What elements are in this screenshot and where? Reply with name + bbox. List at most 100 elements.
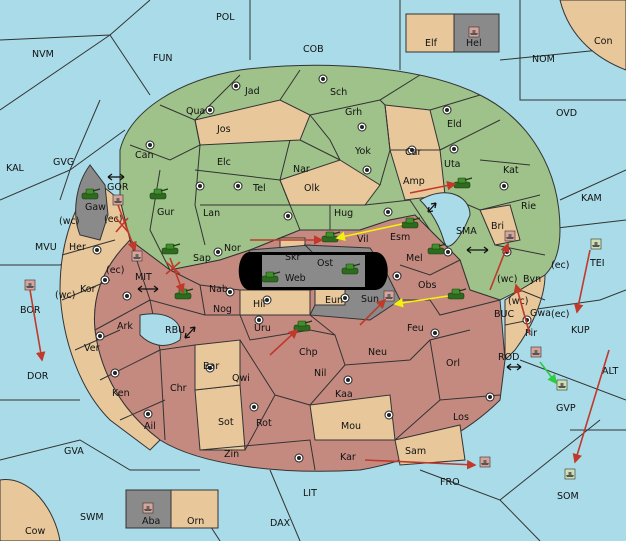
land-label-kaa: Kaa — [335, 389, 353, 400]
land-label-obs: Obs — [418, 280, 437, 291]
ship-icon[interactable] — [504, 230, 516, 242]
land-label-sot: Sot — [218, 417, 234, 428]
coast-label-wc-byn: (wc) — [497, 274, 517, 285]
sea-label-bor: BOR — [20, 305, 41, 316]
sea-label-fun: FUN — [153, 53, 173, 64]
land-label-rot: Rot — [256, 418, 272, 429]
land-label-chr: Chr — [170, 383, 187, 394]
land-label-gur: Gur — [157, 207, 174, 218]
ship-icon[interactable] — [131, 250, 143, 262]
ship-icon[interactable] — [564, 468, 576, 480]
ship-icon[interactable] — [590, 238, 602, 250]
ship-icon[interactable] — [24, 279, 36, 291]
ship-icon[interactable] — [468, 26, 480, 38]
land-label-hel: Hel — [466, 38, 482, 49]
land-label-sun: Sun — [361, 294, 379, 305]
land-label-hug: Hug — [334, 208, 353, 219]
land-label-ver: Ver — [84, 343, 100, 354]
land-label-uta: Uta — [444, 159, 461, 170]
land-labels: Con Cow Elf Hel Aba Orn Jad Sch Qua Jos … — [25, 36, 612, 537]
land-label-kat: Kat — [503, 165, 519, 176]
sea-label-buc: BUC — [494, 309, 514, 320]
land-label-nog: Nog — [213, 304, 232, 315]
land-label-esm: Esm — [390, 232, 410, 243]
sea-label-rod: ROD — [498, 352, 519, 363]
land-label-zin: Zin — [224, 449, 239, 460]
land-label-jad: Jad — [244, 86, 260, 97]
ship-icon[interactable] — [142, 502, 154, 514]
land-label-orl: Orl — [446, 358, 460, 369]
land-label-vil: Vil — [357, 234, 369, 245]
sea-label-som: SOM — [557, 491, 579, 502]
land-gaw[interactable] — [75, 164, 109, 241]
sea-label-lit: LIT — [303, 488, 317, 499]
ship-icon[interactable] — [383, 290, 395, 302]
land-label-byn: Byn — [523, 274, 541, 285]
land-label-elc: Elc — [217, 157, 231, 168]
ship-icon[interactable] — [479, 456, 491, 468]
sea-label-dax: DAX — [270, 518, 291, 529]
land-label-car: Car — [405, 147, 421, 158]
green-province-borders — [129, 69, 546, 271]
land-bar[interactable] — [194, 339, 241, 391]
land-label-ken: Ken — [112, 388, 130, 399]
land-elf[interactable] — [405, 13, 455, 53]
sea-label-ovd: OVD — [556, 108, 577, 119]
sea-label-nom: NOM — [532, 54, 555, 65]
land-sam[interactable] — [394, 424, 466, 466]
sea-label-gvg: GVG — [53, 157, 74, 168]
sea-label-gor: GOR — [107, 182, 129, 193]
land-label-gaw: Gaw — [85, 202, 106, 213]
land-label-neu: Neu — [368, 347, 387, 358]
ship-icon[interactable] — [556, 379, 568, 391]
land-label-con: Con — [594, 36, 612, 47]
land-label-nab: Nab — [209, 284, 228, 295]
sea-label-dor: DOR — [27, 371, 49, 382]
sea-label-pol: POL — [216, 12, 235, 23]
land-label-skr: Skr — [285, 252, 301, 263]
land-label-web: Web — [285, 273, 306, 284]
sea-label-gvp: GVP — [556, 403, 576, 414]
sea-label-nvm: NVM — [32, 49, 54, 60]
land-label-mou: Mou — [341, 421, 361, 432]
land-label-bri: Bri — [491, 221, 504, 232]
land-orn[interactable] — [170, 489, 219, 529]
land-label-bar: Bar — [203, 361, 219, 372]
land-hil[interactable] — [239, 289, 311, 316]
land-label-can: Can — [135, 150, 153, 161]
land-label-kor: Kor — [80, 284, 96, 295]
sea-label-swm: SWM — [80, 512, 104, 523]
land-label-qua: Qua — [186, 106, 205, 117]
land-label-her: Her — [69, 242, 86, 253]
sea-label-kam: KAM — [581, 193, 602, 204]
land-label-amp: Amp — [403, 176, 425, 187]
land-label-lan: Lan — [203, 208, 220, 219]
land-label-ost: Ost — [317, 258, 333, 269]
land-label-ark: Ark — [117, 321, 133, 332]
double-arrow-icon — [107, 173, 522, 371]
land-label-rie: Rie — [521, 201, 536, 212]
ship-icon[interactable] — [112, 194, 124, 206]
sea-label-kal: KAL — [6, 163, 25, 174]
coast-label-ec-gwa: (ec) — [551, 309, 569, 320]
land-label-grh: Grh — [345, 107, 362, 118]
land-label-aba: Aba — [142, 516, 160, 527]
land-label-sam: Sam — [405, 446, 426, 457]
sea-label-cob: COB — [303, 44, 324, 55]
sea-label-tei: TEI — [589, 258, 605, 269]
sea-label-mvu: MVU — [35, 242, 57, 253]
land-label-feu: Feu — [407, 323, 424, 334]
coast-label-ec-byn: (ec) — [551, 260, 569, 271]
land-label-chp: Chp — [299, 347, 318, 358]
x-mark-icon — [115, 217, 181, 275]
move-orders — [29, 180, 610, 470]
sea-label-kup: KUP — [571, 325, 590, 336]
coast-label-ec-kor: (ec) — [106, 265, 124, 276]
ship-icon[interactable] — [530, 346, 542, 358]
land-label-olk: Olk — [304, 183, 320, 194]
land-label-nil: Nil — [314, 368, 326, 379]
convoy-order — [539, 361, 557, 385]
sea-label-fro: FRO — [440, 477, 460, 488]
